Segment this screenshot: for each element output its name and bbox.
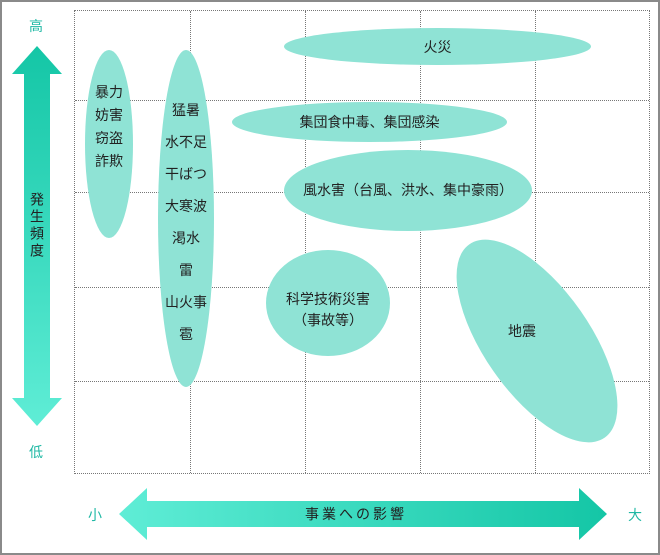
impact-axis-title: 事業への影響 — [305, 506, 407, 522]
weather-risk-list: 猛暑 水不足 干ばつ 大寒波 渇水 雷 山火事 雹 — [152, 94, 220, 350]
risk-label: 妨害 — [95, 107, 123, 123]
flood-risk-bubble — [284, 150, 532, 231]
grid-vline — [420, 11, 421, 473]
flood-risk-label: 風水害（台風、洪水、集中豪雨） — [303, 182, 513, 198]
risk-label: 雷 — [179, 262, 193, 278]
risk-label: 水不足 — [165, 134, 207, 150]
grid-vline — [535, 11, 536, 473]
grid-vline — [305, 11, 306, 473]
impact-large-label: 大 — [628, 507, 642, 523]
food-poisoning-risk-label: 集団食中毒、集団感染 — [299, 114, 440, 130]
tech-disaster-risk-label: 科学技術災害 （事故等） — [266, 289, 390, 331]
tech-disaster-risk-bubble — [266, 250, 390, 356]
frequency-arrow — [12, 46, 62, 426]
crime-risk-list: 暴力 妨害 窃盗 詐欺 — [85, 81, 133, 173]
frequency-high-label: 高 — [29, 18, 43, 34]
impact-arrow — [119, 488, 607, 540]
risk-label: （事故等） — [293, 312, 363, 328]
risk-label: 雹 — [179, 326, 193, 342]
risk-label: 科学技術災害 — [286, 291, 370, 307]
risk-label: 窃盗 — [95, 130, 123, 146]
frequency-low-label: 低 — [29, 444, 43, 460]
fire-risk-label: 火災 — [423, 39, 452, 55]
risk-label: 大寒波 — [165, 198, 207, 214]
risk-label: 暴力 — [95, 84, 123, 100]
risk-label: 渇水 — [172, 230, 200, 246]
grid-hline — [75, 381, 649, 382]
crime-risk-bubble — [85, 50, 133, 238]
fire-risk-bubble — [284, 28, 591, 65]
impact-small-label: 小 — [88, 507, 102, 523]
earthquake-risk-label: 地震 — [508, 323, 536, 339]
risk-label: 詐欺 — [95, 153, 123, 169]
frequency-axis-title: 発生頻度 — [29, 192, 45, 260]
weather-risk-bubble — [158, 50, 214, 387]
grid-hline — [75, 100, 649, 101]
risk-label: 干ばつ — [165, 166, 207, 182]
risk-label: 山火事 — [165, 294, 207, 310]
risk-label: 猛暑 — [172, 102, 200, 118]
food-poisoning-risk-bubble — [232, 102, 507, 142]
